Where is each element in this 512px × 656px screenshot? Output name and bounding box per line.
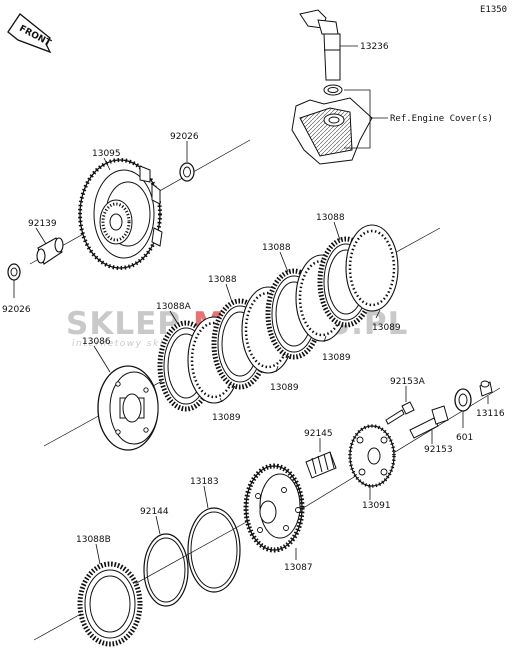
label-13095: 13095 bbox=[92, 149, 121, 159]
spring-seat-13183 bbox=[187, 507, 241, 593]
clutch-hub-13086 bbox=[97, 365, 159, 451]
engine-cover-fragment bbox=[291, 84, 373, 165]
label-601: 601 bbox=[456, 433, 473, 443]
label-13089-1: 13089 bbox=[212, 413, 241, 423]
washer-92026-bottom bbox=[7, 263, 21, 281]
pusher-13116 bbox=[479, 380, 493, 397]
watermark-text-left: SKLEP bbox=[66, 306, 181, 342]
shaft-13236 bbox=[299, 9, 341, 81]
bolt-92153 bbox=[409, 405, 449, 439]
label-92153: 92153 bbox=[424, 445, 453, 455]
steel-plate-13089-4 bbox=[345, 224, 399, 312]
label-92026-bottom: 92026 bbox=[2, 305, 31, 315]
label-13087: 13087 bbox=[284, 563, 313, 573]
friction-plate-13088B bbox=[77, 561, 143, 647]
spring-92145 bbox=[305, 451, 337, 479]
diagram-code: E1350 bbox=[480, 5, 507, 15]
label-13116: 13116 bbox=[476, 409, 505, 419]
label-92139: 92139 bbox=[28, 219, 57, 229]
label-13236: 13236 bbox=[360, 42, 389, 52]
label-92144: 92144 bbox=[140, 507, 169, 517]
bearing-601 bbox=[454, 388, 472, 412]
label-13088-3: 13088 bbox=[208, 275, 237, 285]
label-13088B: 13088B bbox=[76, 535, 111, 545]
label-92145: 92145 bbox=[304, 429, 333, 439]
label-92153A: 92153A bbox=[390, 377, 426, 387]
label-13086: 13086 bbox=[82, 337, 111, 347]
label-13089-2: 13089 bbox=[270, 383, 299, 393]
ref-engine-cover-note: Ref.Engine Cover(s) bbox=[390, 114, 493, 124]
label-13088-2: 13088 bbox=[262, 243, 291, 253]
label-13088A: 13088A bbox=[156, 302, 192, 312]
clutch-assembly-13087 bbox=[243, 463, 305, 553]
label-13183: 13183 bbox=[190, 477, 219, 487]
clutch-housing-13095 bbox=[78, 158, 163, 270]
sleeve-92139 bbox=[36, 237, 64, 265]
bolt-92153A bbox=[385, 401, 415, 425]
pressure-plate-13091 bbox=[348, 424, 396, 488]
label-13091: 13091 bbox=[362, 501, 391, 511]
label-13089-4: 13089 bbox=[372, 323, 401, 333]
spring-plate-92144 bbox=[143, 533, 189, 607]
washer-92026-top bbox=[179, 162, 195, 182]
label-92026-top: 92026 bbox=[170, 132, 199, 142]
label-13088-1: 13088 bbox=[316, 213, 345, 223]
front-arrow-icon: FRONT bbox=[7, 13, 53, 54]
bottom-axis-line bbox=[33, 519, 251, 641]
label-13089-3: 13089 bbox=[322, 353, 351, 363]
